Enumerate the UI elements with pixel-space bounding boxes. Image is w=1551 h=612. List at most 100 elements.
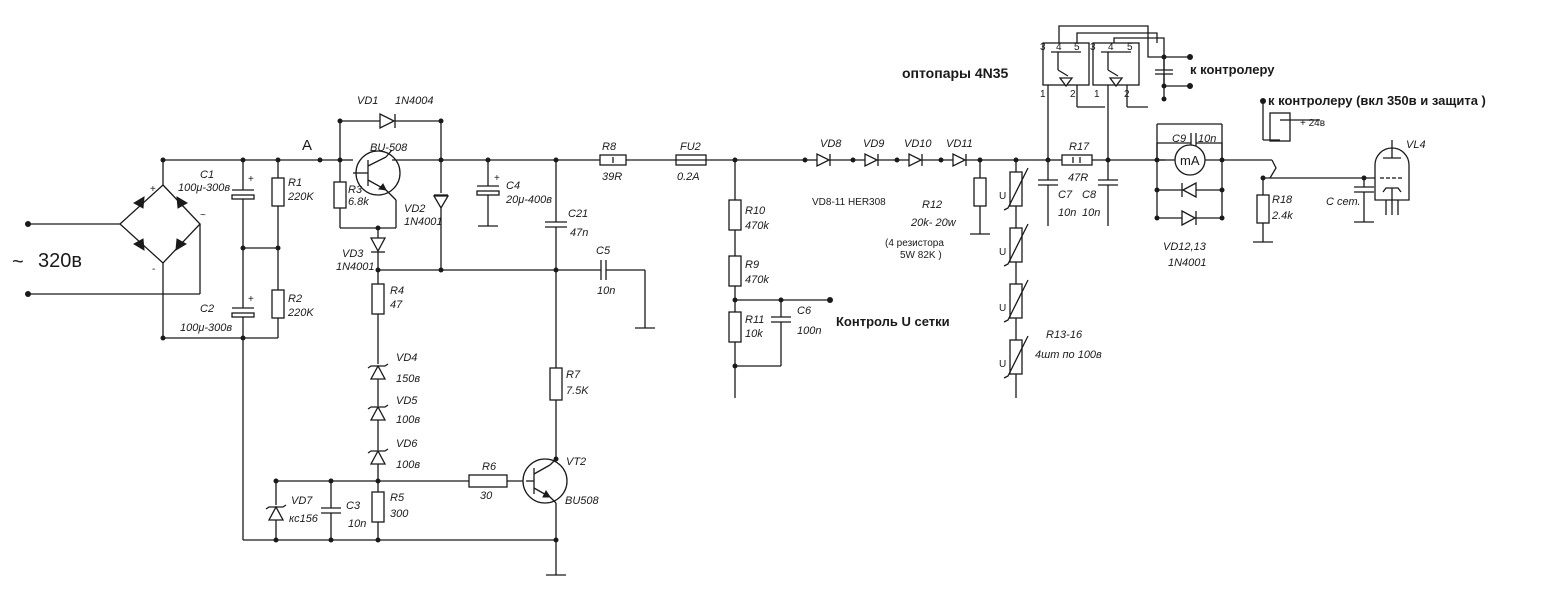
vd7-zener: VD7 кс156 [265, 481, 319, 540]
c6-capacitor: C6 100n [735, 300, 821, 367]
c7-value: 10n [1058, 207, 1076, 219]
meter-label: mA [1180, 153, 1200, 168]
r10-value: 470k [745, 220, 769, 232]
r11-ref: R11 [745, 314, 764, 326]
vd3-ref: VD3 [342, 248, 364, 260]
c7-capacitor: C7 10n [1038, 160, 1076, 226]
r1-value: 220K [287, 191, 314, 203]
r10-resistor: R10 470k [728, 160, 769, 256]
opto-title: оптопары 4N35 [902, 65, 1009, 81]
r7-resistor: R7 7.5K [549, 270, 589, 459]
vt2-value: BU508 [565, 495, 600, 507]
vd12-13-diodes: VD12,13 1N4001 [1157, 181, 1222, 269]
c6-value: 100n [797, 325, 821, 337]
r1-resistor: R1 220K [271, 160, 314, 290]
ac-symbol: ~ [12, 251, 24, 273]
cgrid-label: C сет. [1326, 196, 1361, 208]
varistor-stack: U U U U R13-16 4шт по 100в [999, 160, 1102, 398]
r4-ref: R4 [390, 285, 404, 297]
vd3-value: 1N4001 [336, 261, 375, 273]
svg-text:U: U [999, 247, 1006, 258]
r4-resistor: R4 47 [371, 270, 404, 364]
r5-value: 300 [390, 508, 409, 520]
c3-ref: C3 [346, 500, 361, 512]
vd6-zener: VD6 100в [367, 438, 420, 481]
r18-resistor: R18 2.4k [1253, 178, 1293, 243]
r12-value: 20k- 20w [910, 217, 957, 229]
vd2-diode: VD2 1N4001 [404, 160, 450, 270]
vd11-ref: VD11 [946, 138, 973, 150]
relay-supply-label: + 24в [1300, 118, 1325, 129]
r12-note1: (4 резистора [885, 238, 944, 249]
vd8-11-diodes: VD8 VD9 VD10 VD11 VD8-11 HER308 [802, 138, 1048, 208]
node-a-label: A [302, 137, 312, 154]
svg-text:+: + [248, 294, 254, 305]
r17-resistor: R17 47R [1048, 141, 1165, 184]
svg-text:U: U [999, 359, 1006, 370]
varistor-ref: R13-16 [1046, 329, 1083, 341]
vt2-ref: VT2 [566, 456, 586, 468]
vd9-ref: VD9 [863, 138, 884, 150]
r12-note2: 5W 82K ) [900, 250, 942, 261]
c1-capacitor: + C1 100μ-300в [178, 160, 255, 248]
vt1-transistor: BU-508 [340, 142, 441, 201]
c3-capacitor: C3 10n [321, 481, 366, 540]
vd1-ref: VD1 [357, 95, 378, 107]
r2-resistor: R2 220K [271, 289, 314, 338]
r4-value: 47 [390, 299, 403, 311]
r3-value: 6.8k [348, 196, 369, 208]
c21-value: 47n [570, 227, 588, 239]
r6-value: 30 [480, 490, 493, 502]
svg-text:4: 4 [1056, 42, 1062, 53]
r9-resistor: R9 470k [728, 255, 769, 312]
r6-resistor: R6 30 [468, 461, 526, 502]
r11-resistor: R11 10k [728, 311, 764, 398]
r3-resistor: R3 6.8k [333, 160, 378, 229]
c5-value: 10n [597, 285, 615, 297]
bridge-plus: + [150, 184, 156, 195]
r1-ref: R1 [288, 177, 302, 189]
vt1-value: BU-508 [370, 142, 408, 154]
r17-value: 47R [1068, 172, 1088, 184]
r5-resistor: R5 300 [371, 481, 409, 540]
r8-value: 39R [602, 171, 622, 183]
vd12-13-value: 1N4001 [1168, 257, 1207, 269]
relay: + 24в к контролеру (вкл 350в и защита ) [1260, 93, 1486, 179]
vd1-value: 1N4004 [395, 95, 434, 107]
vd2-ref: VD2 [404, 203, 425, 215]
r5-ref: R5 [390, 492, 405, 504]
vd2-value: 1N4001 [404, 216, 443, 228]
vl4-label: VL4 [1406, 139, 1426, 151]
vd8-ref: VD8 [820, 138, 842, 150]
r10-ref: R10 [745, 205, 766, 217]
c9-value: 10n [1198, 133, 1216, 145]
svg-text:+: + [494, 173, 500, 184]
c1-value: 100μ-300в [178, 182, 230, 194]
milliammeter: mA [1174, 144, 1206, 176]
c6-ref: C6 [797, 305, 812, 317]
bridge-minus: - [152, 264, 155, 275]
vd8-11-note: VD8-11 HER308 [812, 197, 886, 208]
grid-monitor-label: Контроль U сетки [836, 314, 950, 329]
r9-ref: R9 [745, 259, 759, 271]
vd4-zener: VD4 150в [367, 352, 420, 406]
r7-value: 7.5K [566, 385, 589, 397]
c21-ref: C21 [568, 208, 588, 220]
vd7-value: кс156 [289, 513, 319, 525]
c9-ref: C9 [1172, 133, 1186, 145]
vd4-ref: VD4 [396, 352, 417, 364]
c8-value: 10n [1082, 207, 1100, 219]
r12-ref: R12 [922, 199, 942, 211]
vd12-13-ref: VD12,13 [1163, 241, 1207, 253]
r8-resistor: R8 39R [599, 141, 676, 183]
c7-ref: C7 [1058, 189, 1073, 201]
r8-ref: R8 [602, 141, 617, 153]
vd5-zener: VD5 100в [367, 395, 420, 450]
c4-capacitor: + C4 20μ-400в [476, 160, 552, 227]
svg-text:4: 4 [1108, 42, 1114, 53]
c2-capacitor: + C2 100μ-300в [180, 248, 255, 540]
vt2-transistor: VT2 BU508 [522, 456, 600, 576]
svg-text:U: U [999, 191, 1006, 202]
c1-ref: C1 [200, 169, 214, 181]
vd7-ref: VD7 [291, 495, 313, 507]
